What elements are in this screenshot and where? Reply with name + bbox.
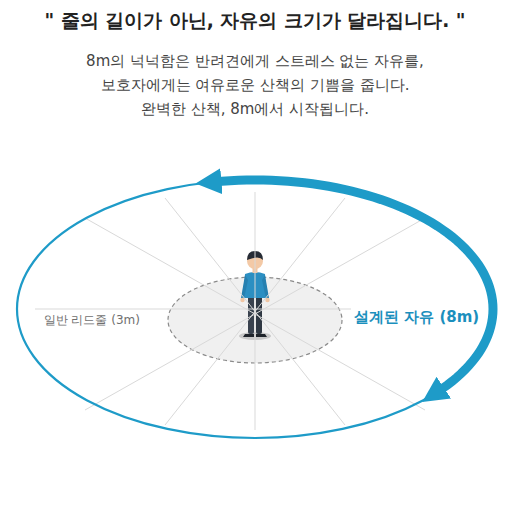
subtitle-line: 8m의 넉넉함은 반려견에게 스트레스 없는 자유를, (0, 52, 510, 71)
range-label: 설계된 자유 (8m) (351, 308, 482, 327)
range-arrow (214, 180, 493, 392)
grid-line (165, 198, 345, 425)
subtitle-line: 보호자에게는 여유로운 산책의 기쁨을 줍니다. (0, 76, 510, 95)
range-label: 일반 리드줄 (3m) (41, 312, 143, 329)
outer-ring (17, 180, 493, 438)
title: " 줄의 길이가 아닌, 자유의 크기가 달라집니다. " (0, 8, 510, 34)
subtitle-line: 완벽한 산책, 8m에서 시작됩니다. (0, 100, 510, 119)
range-ellipse: 일반 리드줄 (3m) 설계된 자유 (8m) (15, 178, 495, 440)
grid-line (165, 198, 345, 425)
